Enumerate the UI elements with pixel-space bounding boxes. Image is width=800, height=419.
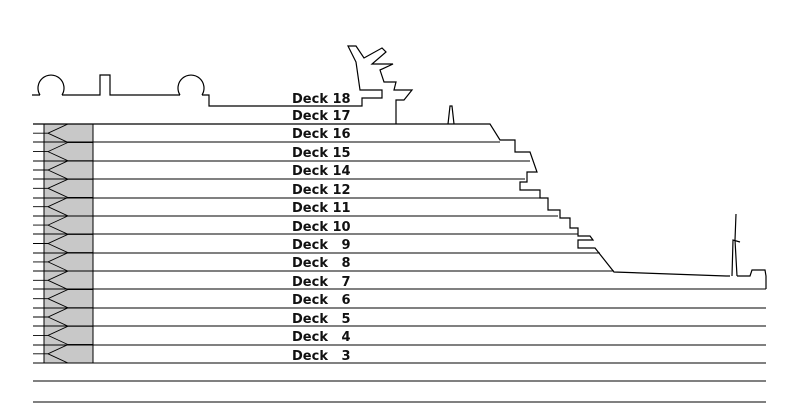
deck-label-7: Deck 7 (292, 275, 351, 290)
deck-label-4: Deck 4 (292, 330, 351, 345)
deck-label-15: Deck 15 (292, 146, 351, 161)
deck-lines (33, 141, 766, 403)
deck-label-6: Deck 6 (292, 293, 351, 308)
deck-label-14: Deck 14 (292, 164, 351, 179)
bow-rail (737, 269, 767, 289)
forward-mast (731, 213, 741, 277)
deck-label-17: Deck 17 (292, 109, 351, 124)
deck-labels: Deck 18 Deck 17 Deck 16 Deck 15 Deck 14 … (292, 92, 351, 364)
deck-label-16: Deck 16 (292, 127, 351, 142)
deck-label-3: Deck 3 (292, 349, 351, 364)
deck-label-8: Deck 8 (292, 256, 351, 271)
bow-profile (33, 123, 730, 277)
deck-label-11: Deck 11 (292, 201, 351, 216)
stairwell-column (43, 123, 94, 364)
deck-label-10: Deck 10 (292, 220, 351, 235)
deck-label-5: Deck 5 (292, 312, 351, 327)
deck-label-12: Deck 12 (292, 183, 351, 198)
deck-label-9: Deck 9 (292, 238, 351, 253)
deck-label-18: Deck 18 (292, 92, 351, 107)
funnel-mast (447, 105, 455, 125)
ship-top-profile (32, 45, 414, 124)
